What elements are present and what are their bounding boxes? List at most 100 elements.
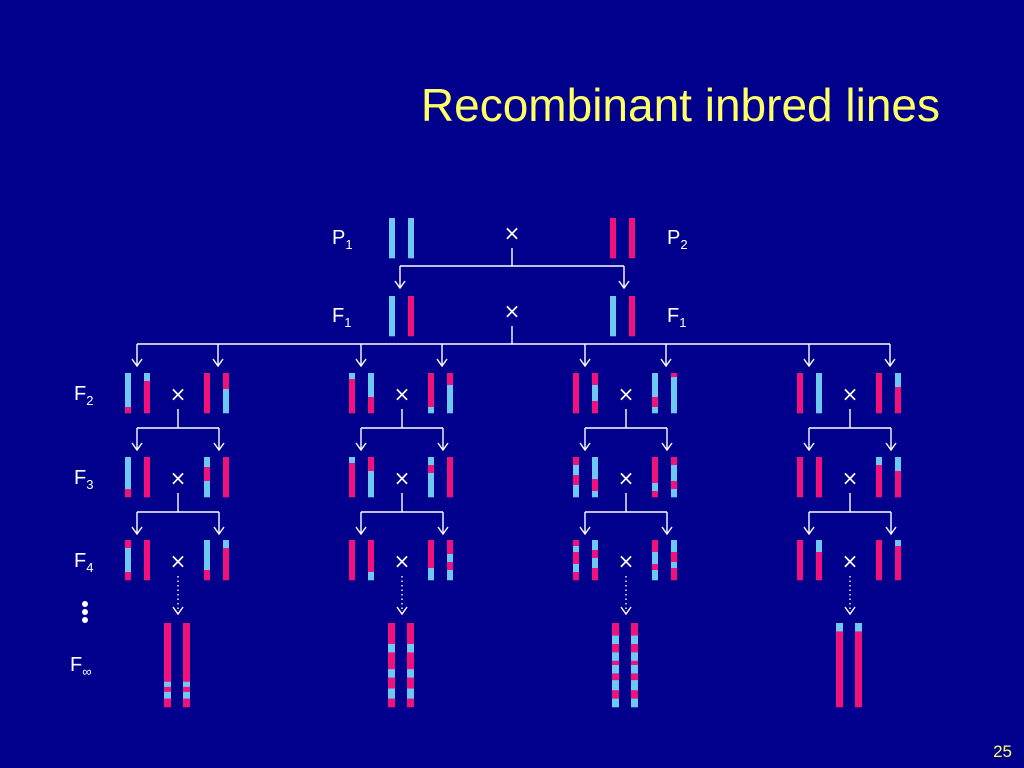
chromosome-segment (428, 457, 434, 466)
chromosome-segment (164, 686, 171, 693)
chromosome-segment (125, 457, 131, 490)
chromosome-segment (652, 552, 658, 565)
chromosome (223, 457, 229, 498)
chromosome (797, 373, 803, 414)
chromosome (836, 623, 843, 708)
chromosome-segment (895, 471, 901, 498)
chromosome (652, 540, 658, 581)
chromosome (125, 457, 131, 498)
chromosome-segment (573, 546, 579, 553)
chromosome-segment (144, 540, 150, 581)
cross-symbol: × (618, 466, 635, 490)
arrow-head (355, 358, 367, 368)
cross-symbol: × (170, 466, 187, 490)
chromosome-segment (388, 623, 395, 645)
chromosome (447, 457, 453, 498)
chromosome-segment (573, 540, 579, 547)
chromosome (388, 623, 395, 708)
chromosome-segment (349, 379, 355, 414)
chromosome (631, 623, 638, 708)
chromosome (629, 218, 635, 259)
chromosome-segment (349, 457, 355, 464)
chromosome (612, 623, 619, 708)
chromosome-segment (612, 652, 619, 662)
chromosome-segment (388, 652, 395, 670)
chromosome (349, 457, 355, 498)
chromosome-segment (631, 673, 638, 681)
arrow-head (885, 526, 897, 536)
arrow-head (803, 358, 815, 368)
cross-symbol: × (394, 466, 411, 490)
chromosome-segment (573, 373, 579, 414)
chromosome-segment (876, 373, 882, 414)
chromosome-segment (144, 381, 150, 414)
chromosome-segment (855, 631, 862, 641)
chromosome-segment (592, 457, 598, 480)
chromosome-segment (388, 644, 395, 653)
chromosome (797, 540, 803, 581)
chromosome-segment (895, 457, 901, 472)
chromosome-segment (895, 387, 901, 396)
chromosome (428, 457, 434, 498)
chromosome-segment (125, 548, 131, 573)
arrow-head (212, 358, 224, 368)
chromosome-segment (368, 397, 374, 414)
arrow-head (394, 280, 406, 290)
chromosome-segment (797, 373, 803, 414)
chromosome-segment (204, 481, 210, 498)
chromosome (368, 373, 374, 414)
chromosome-segment (816, 564, 822, 581)
chromosome-segment (389, 218, 395, 259)
chromosome-segment (125, 572, 131, 581)
cross-symbol: × (394, 382, 411, 406)
chromosome (144, 373, 150, 414)
chromosome-segment (428, 568, 434, 581)
chromosome-segment (447, 387, 453, 414)
chromosome (895, 457, 901, 498)
chromosome-segment (631, 665, 638, 674)
chromosome-segment (349, 540, 355, 581)
label-f2: F2 (74, 383, 93, 408)
chromosome-segment (671, 465, 677, 482)
chromosome-segment (428, 540, 434, 569)
arrow-head (213, 442, 225, 452)
chromosome-segment (223, 373, 229, 390)
chromosome-segment (447, 385, 453, 388)
chromosome-segment (671, 457, 677, 466)
chromosome-segment (631, 652, 638, 662)
chromosome-segment (816, 552, 822, 565)
arrow-head (803, 526, 815, 536)
chromosome-segment (652, 491, 658, 498)
chromosome-segment (895, 546, 901, 581)
chromosome (389, 218, 395, 259)
chromosome-segment (408, 296, 414, 337)
chromosome-segment (164, 698, 171, 708)
chromosome-segment (631, 698, 638, 708)
chromosome (204, 373, 210, 414)
chromosome-segment (368, 471, 374, 498)
arrow-head (579, 442, 591, 452)
chromosome-segment (407, 688, 414, 699)
arrow-head (131, 358, 143, 368)
chromosome (144, 457, 150, 498)
chromosome (671, 540, 677, 581)
arrow-head (172, 606, 184, 616)
arrow-head (213, 526, 225, 536)
arrow-head (396, 606, 408, 616)
chromosome (671, 373, 677, 414)
cross-symbol: × (842, 382, 859, 406)
chromosome (349, 540, 355, 581)
arrow-head (131, 526, 143, 536)
chromosome-segment (610, 296, 616, 337)
chromosome-segment (428, 407, 434, 414)
chromosome (816, 457, 822, 498)
chromosome-segment (671, 489, 677, 498)
chromosome-segment (125, 489, 131, 498)
arrow-head (131, 442, 143, 452)
chromosome-segment (573, 564, 579, 573)
chromosome-segment (447, 554, 453, 563)
chromosome-segment (895, 395, 901, 414)
chromosome-segment (631, 644, 638, 653)
chromosome-segment (407, 652, 414, 670)
